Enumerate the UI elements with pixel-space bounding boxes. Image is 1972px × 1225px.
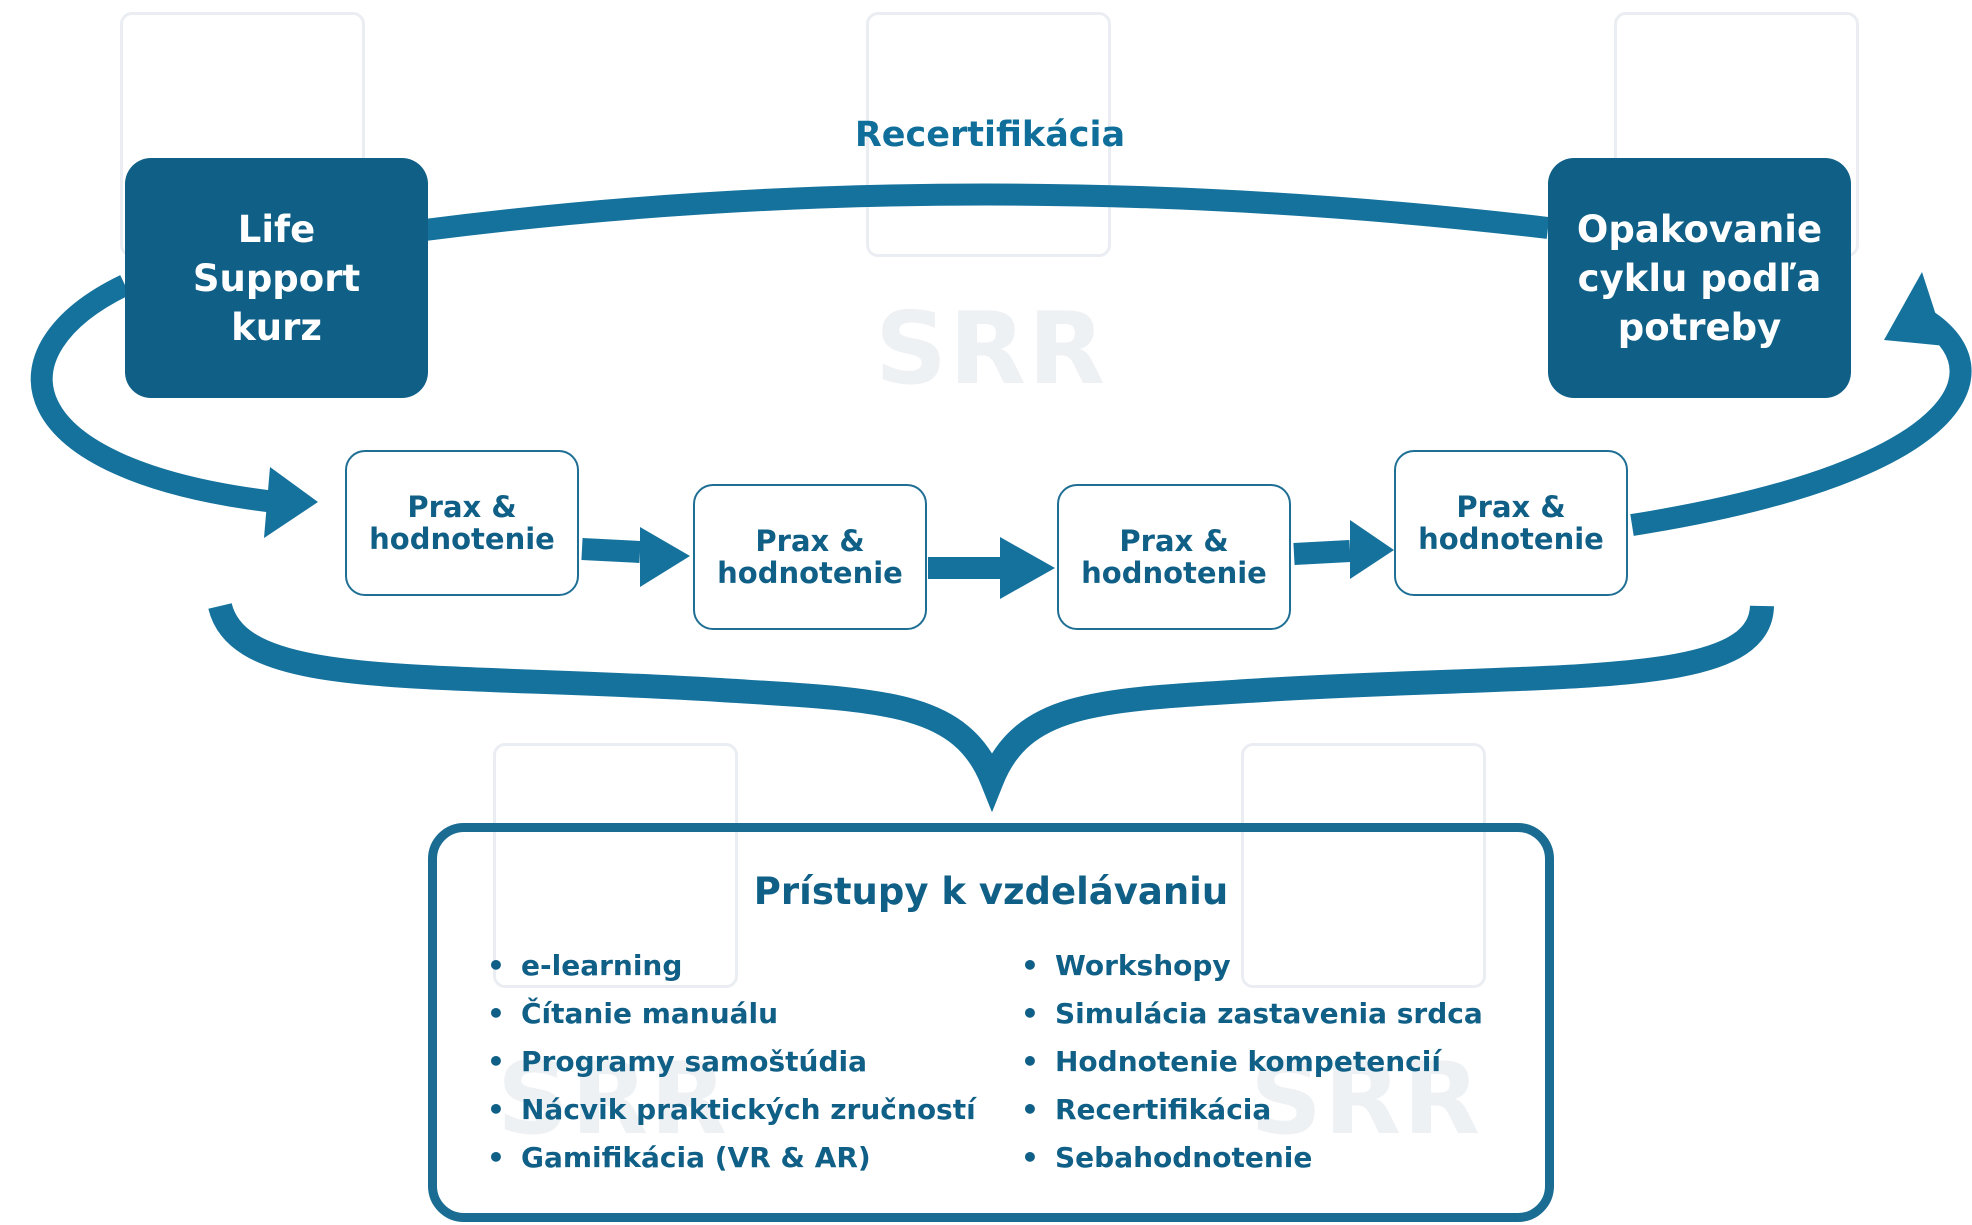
list-item: Recertifikácia <box>1017 1086 1483 1134</box>
list-item: Gamifikácia (VR & AR) <box>483 1134 976 1182</box>
box-line: kurz <box>231 305 322 349</box>
box-line: cyklu podľa <box>1577 256 1822 300</box>
watermark-logo <box>866 12 1111 257</box>
arrow-head <box>1350 520 1394 579</box>
box-line: Life <box>237 207 316 251</box>
box-line: hodnotenie <box>717 556 903 590</box>
list-item: Workshopy <box>1017 942 1483 990</box>
practice-box: Prax &hodnotenie <box>345 450 579 596</box>
box-line: hodnotenie <box>1418 522 1604 556</box>
repeat-cycle-box: Opakovanie cyklu podľa potreby <box>1548 158 1851 398</box>
list-item: e-learning <box>483 942 976 990</box>
practice-box: Prax &hodnotenie <box>1394 450 1628 596</box>
box-line: hodnotenie <box>1081 556 1267 590</box>
approaches-panel: Prístupy k vzdelávaniu e-learning Čítani… <box>428 823 1554 1222</box>
practice-box: Prax &hodnotenie <box>693 484 927 630</box>
approaches-list-right: Workshopy Simulácia zastavenia srdca Hod… <box>1017 942 1483 1182</box>
box-line: Prax & <box>407 490 517 524</box>
loop-right-curve <box>1630 302 1972 536</box>
box-line: Support <box>192 256 361 300</box>
box-line: hodnotenie <box>369 522 555 556</box>
recertification-label: Recertifikácia <box>854 115 1126 155</box>
list-item: Programy samoštúdia <box>483 1038 976 1086</box>
box-line: Prax & <box>755 524 865 558</box>
watermark-text: SRR <box>875 290 1108 407</box>
approaches-list-left: e-learning Čítanie manuálu Programy samo… <box>483 942 976 1182</box>
box-line: Prax & <box>1456 490 1566 524</box>
list-item: Sebahodnotenie <box>1017 1134 1483 1182</box>
recert-arc <box>423 183 1550 241</box>
arrow-head <box>640 527 690 587</box>
list-item: Simulácia zastavenia srdca <box>1017 990 1483 1038</box>
list-item: Čítanie manuálu <box>483 990 976 1038</box>
arrow-head <box>264 467 318 538</box>
list-item: Hodnotenie kompetencií <box>1017 1038 1483 1086</box>
box-line: potreby <box>1617 305 1782 349</box>
arrow-head <box>1884 272 1946 346</box>
bracket <box>208 602 1774 813</box>
life-support-box: Life Support kurz <box>125 158 428 398</box>
approaches-title: Prístupy k vzdelávaniu <box>753 870 1229 913</box>
practice-box: Prax &hodnotenie <box>1057 484 1291 630</box>
flow-connector <box>581 538 641 563</box>
flow-connector <box>1293 540 1351 565</box>
arrow-head <box>1000 537 1055 599</box>
loop-left-curve <box>30 275 277 513</box>
list-item: Nácvik praktických zručností <box>483 1086 976 1134</box>
box-line: Opakovanie <box>1576 207 1823 251</box>
box-line: Prax & <box>1119 524 1229 558</box>
